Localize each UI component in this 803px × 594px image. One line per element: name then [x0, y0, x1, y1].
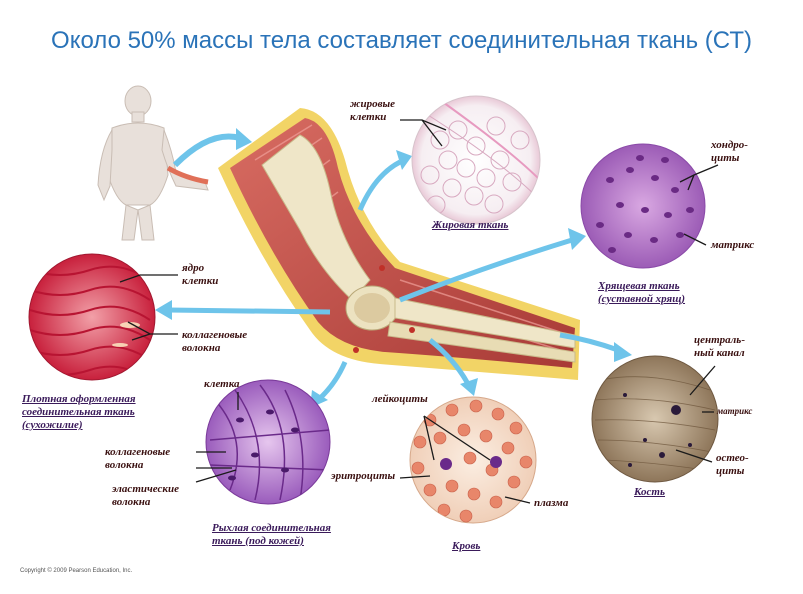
caption-blood: Кровь [452, 540, 481, 552]
loose-tissue-circle [205, 379, 331, 505]
label-leukocytes: лейкоциты [372, 393, 428, 405]
label-plasma: плазма [534, 497, 569, 509]
human-figure [97, 85, 209, 241]
caption-bone: Кость [634, 486, 666, 498]
fat-tissue-circle [411, 95, 541, 225]
cartilage-circle [580, 143, 706, 269]
dense-tissue-circle [28, 253, 156, 381]
label-central-canal: централь-ный канал [694, 334, 745, 359]
label-osteocytes: остео-циты [716, 452, 749, 477]
copyright-text: Copyright © 2009 Pearson Education, Inc. [20, 568, 133, 574]
arm-highlight [166, 165, 209, 185]
label-chondrocytes: хондро-циты [711, 139, 748, 164]
caption-fat-tissue: Жировая ткань [432, 219, 509, 231]
label-matrix-bone: матрикс [717, 406, 753, 416]
blood-circle [409, 396, 537, 524]
leader-lines [119, 119, 719, 504]
label-matrix-cartilage: матрикс [711, 239, 755, 251]
caption-cartilage: Хрящевая ткань(суставной хрящ) [598, 280, 686, 305]
page-title: Около 50% массы тела составляет соединит… [51, 27, 752, 54]
label-erythrocytes: эритроциты [331, 470, 396, 482]
bone-circle [591, 355, 719, 483]
label-cell: клетка [204, 378, 240, 390]
arrows [155, 128, 632, 408]
